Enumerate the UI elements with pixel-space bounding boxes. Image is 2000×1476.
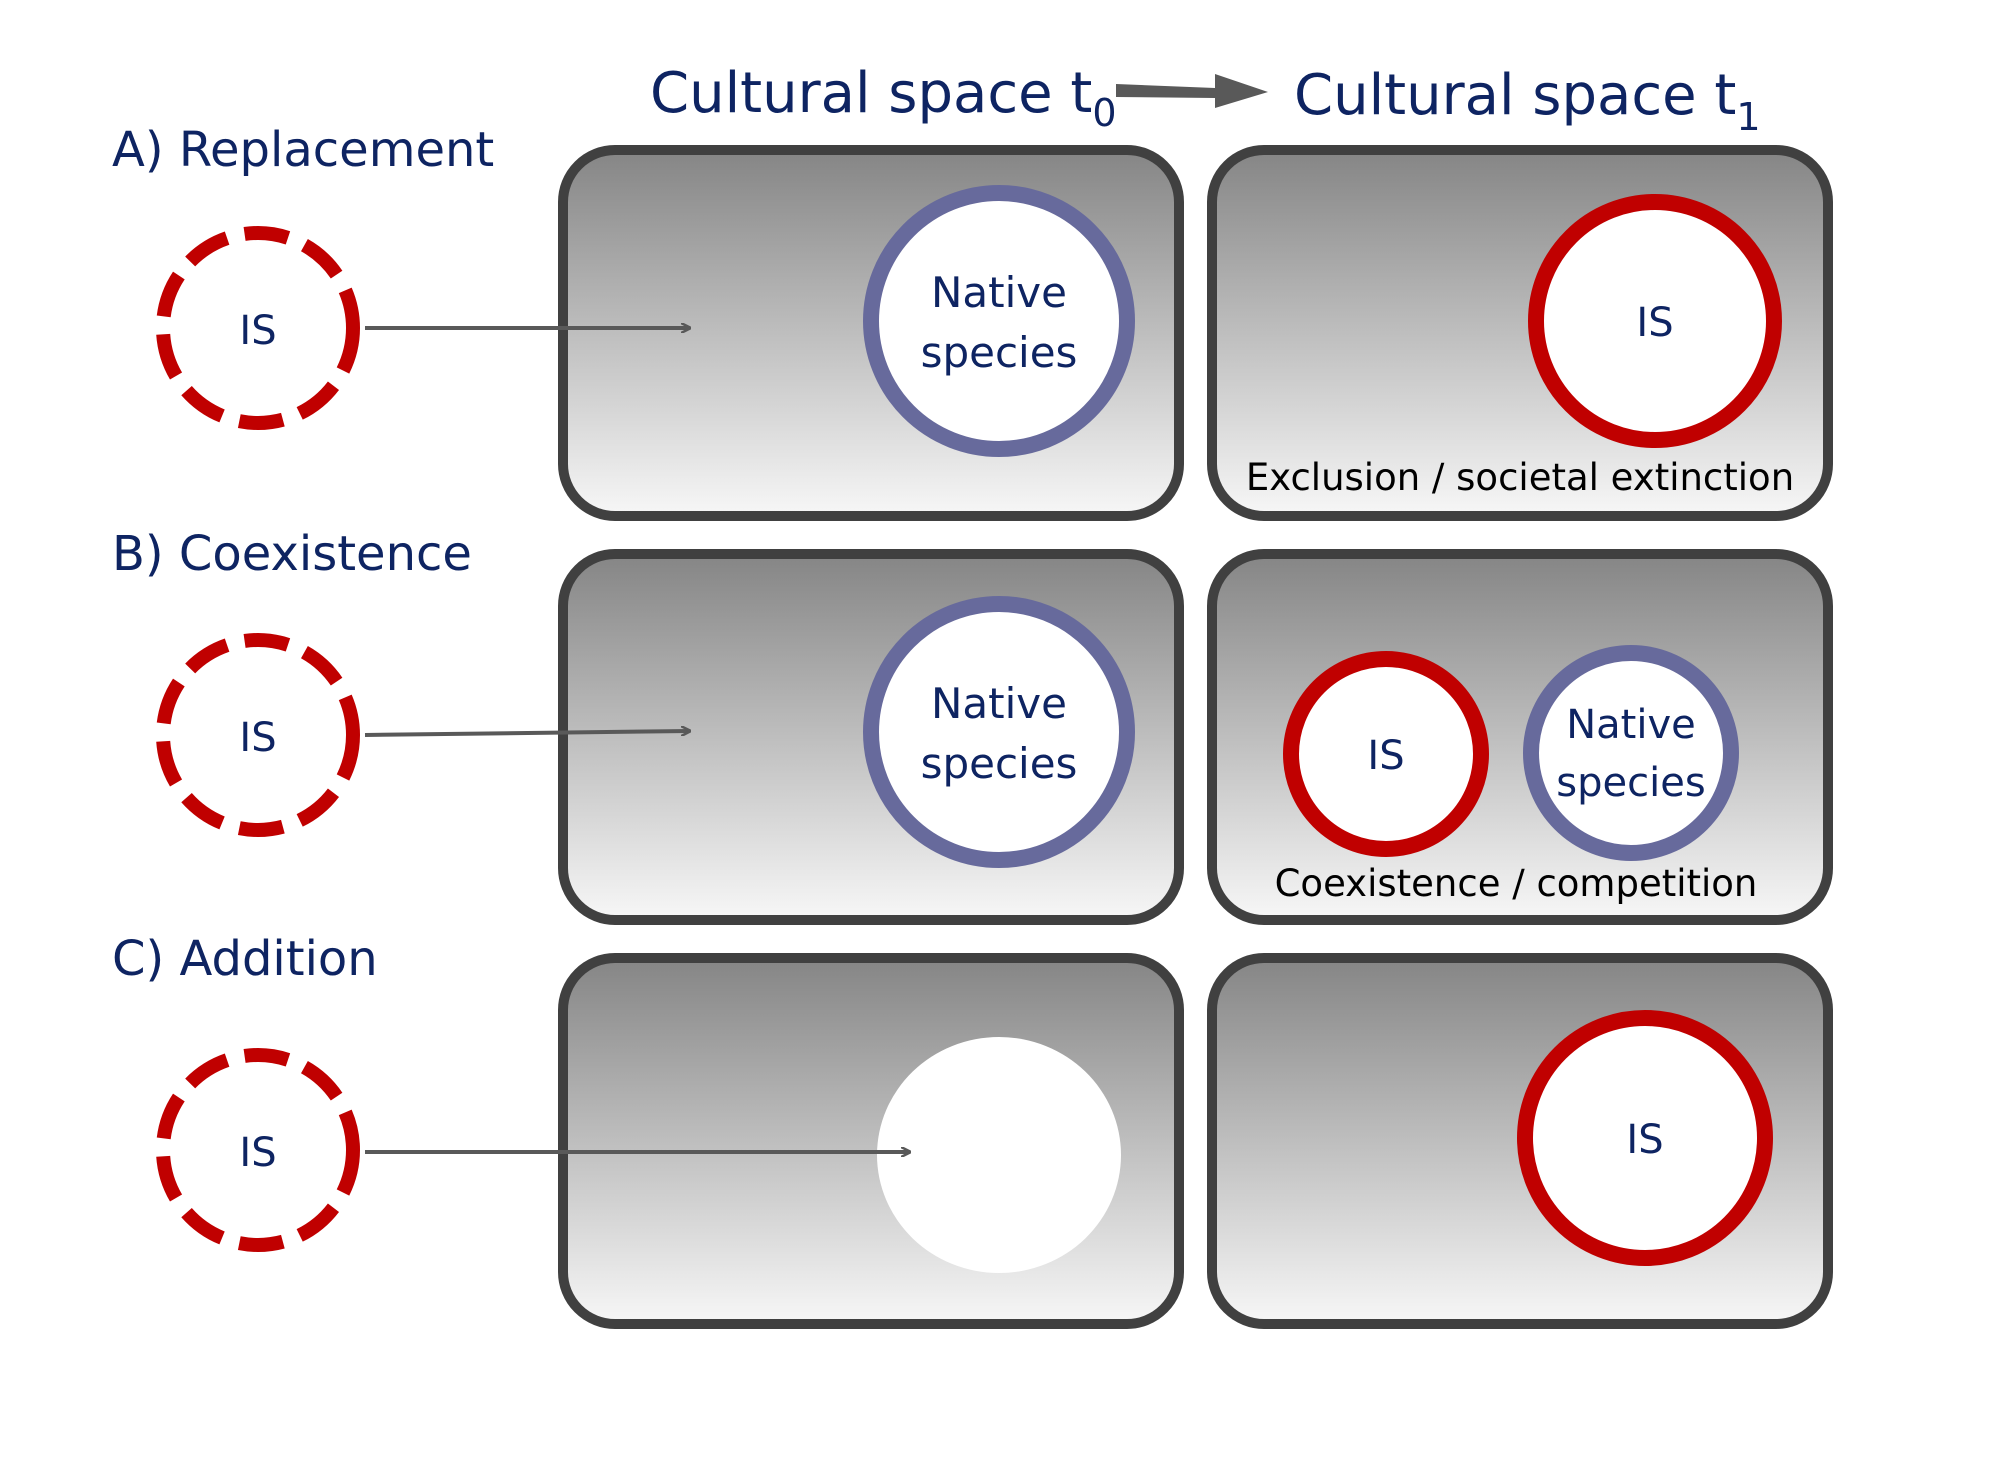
native-species-b-t1-line2: species: [1556, 760, 1705, 806]
caption-exclusion: Exclusion / societal extinction: [1246, 456, 1794, 499]
header: Cultural space t0 Cultural space t1: [650, 61, 1761, 139]
is-source-a-dashed-circle: [156, 226, 360, 430]
native-species-b-t1-line1: Native: [1566, 702, 1696, 748]
native-species-a-t0-circle: [863, 185, 1135, 457]
row-label-coexistence: B) Coexistence: [112, 526, 472, 582]
native-species-b-t0-line1: Native: [931, 679, 1067, 728]
is-b-t1-circle: [1283, 651, 1489, 857]
introduction-arrow-b: [364, 731, 690, 737]
is-a-t1-label: IS: [1636, 300, 1673, 346]
is-a-t1-circle: [1528, 194, 1782, 448]
row-a: IS Native species IS Exclusion / societa…: [156, 185, 1794, 499]
row-label-replacement: A) Replacement: [112, 122, 494, 178]
is-b-t1-label: IS: [1367, 733, 1404, 779]
row-label-addition: C) Addition: [112, 931, 378, 987]
is-source-c-dashed-circle: [156, 1048, 360, 1252]
empty-niche: [877, 1037, 1121, 1273]
native-species-a-t0-line1: Native: [931, 268, 1067, 317]
is-source-b-dashed-circle: [156, 633, 360, 837]
native-species-b-t0-line2: species: [921, 739, 1078, 788]
header-t0-title: Cultural space t0: [650, 61, 1117, 135]
is-source-a-label: IS: [239, 308, 276, 354]
native-species-a-t0-line2: species: [921, 328, 1078, 377]
native-species-b-t0-circle: [863, 596, 1135, 868]
row-b: IS Native species IS Native species Coex…: [156, 596, 1758, 905]
time-arrow-icon: [1116, 74, 1268, 108]
row-c: IS IS: [156, 1010, 1773, 1273]
is-source-c-label: IS: [239, 1130, 276, 1176]
is-source-b-label: IS: [239, 715, 276, 761]
native-species-b-t1-circle: [1523, 645, 1739, 861]
is-c-t1-label: IS: [1626, 1117, 1663, 1163]
caption-coexistence: Coexistence / competition: [1275, 862, 1758, 905]
is-c-t1-circle: [1517, 1010, 1773, 1266]
header-t1-title: Cultural space t1: [1294, 63, 1761, 139]
